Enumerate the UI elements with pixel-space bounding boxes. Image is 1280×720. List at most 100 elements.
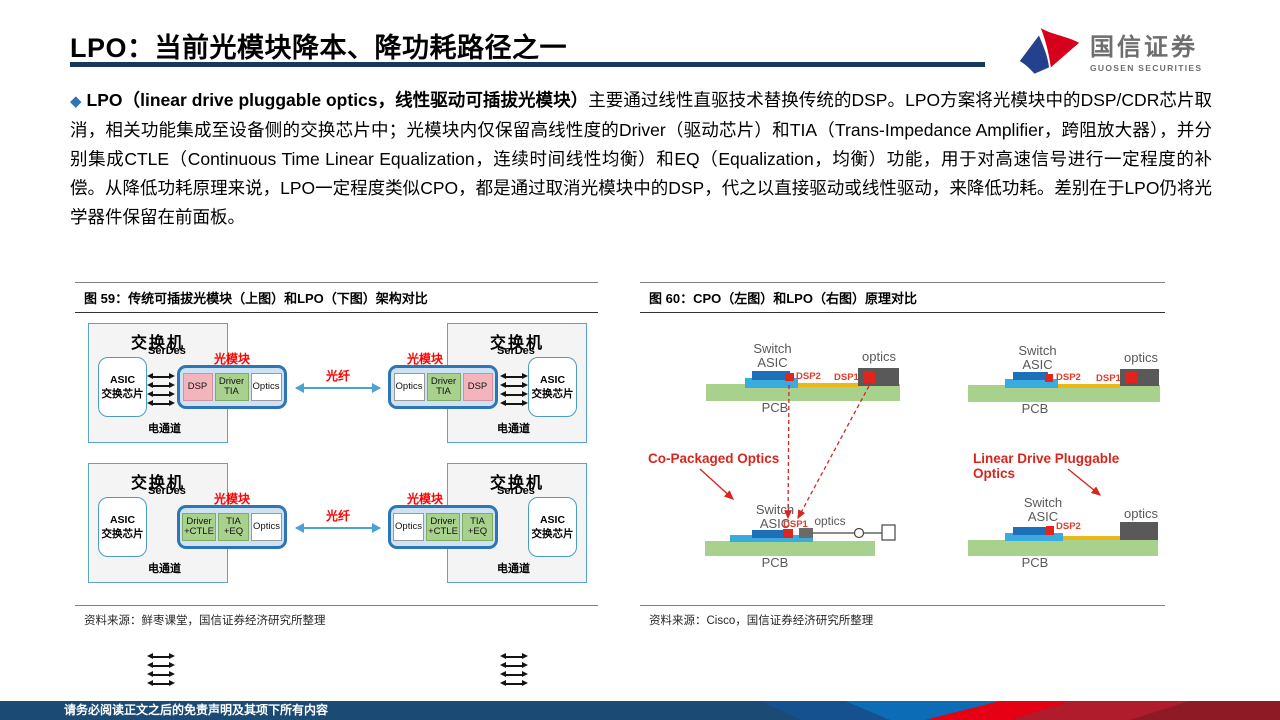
optical-module: Optics Driver TIA DSP <box>388 365 498 409</box>
page-title: LPO：当前光模块降本、降功耗路径之一 <box>70 33 568 63</box>
fiber-label: 光纤 <box>325 369 350 383</box>
asic-substrate <box>1005 379 1058 388</box>
electrical-arrows <box>147 373 175 409</box>
fiber-label: 光纤 <box>325 509 350 523</box>
electrical-arrows <box>147 653 175 689</box>
switch-title: 交换机 <box>130 335 185 352</box>
asic-die <box>1013 372 1048 380</box>
dsp1-die <box>783 529 793 538</box>
lpo-annotation: Linear Drive Pluggable Optics <box>973 451 1120 481</box>
switch-asic-label: Switch ASIC <box>1023 495 1063 524</box>
pcb-bar <box>968 385 1160 402</box>
optical-module: Driver +CTLE TIA +EQ Optics <box>177 505 287 549</box>
optical-module-label: 光模块 <box>213 492 250 506</box>
electrical-channel-label: 电通道 <box>148 563 181 575</box>
switch-title: 交换机 <box>489 475 544 492</box>
figure-60-title: 图 60：CPO（左图）和LPO（右图）原理对比 <box>640 282 1165 313</box>
asic-die <box>752 371 790 380</box>
module-chip-driver-ctle: Driver +CTLE <box>182 513 216 541</box>
asic-chip: ASIC 交换芯片 <box>98 357 147 417</box>
title-rule <box>70 62 985 67</box>
footer-bar: 请务必阅读正文之后的免责声明及其项下所有内容 <box>0 701 1280 720</box>
figure-59-content: 交换机 ASIC 交换芯片 SerDes 电通道 交换机 ASIC 交换芯片 S… <box>75 313 598 686</box>
optical-module: Optics Driver +CTLE TIA +EQ <box>388 505 498 549</box>
optical-module-label: 光模块 <box>213 352 250 366</box>
module-chip-tia-eq: TIA +EQ <box>218 513 249 541</box>
dsp2-label: DSP2 <box>1056 521 1081 532</box>
asic-chip: ASIC 交换芯片 <box>528 357 577 417</box>
electrical-arrows <box>500 373 528 409</box>
footer-deco <box>0 701 1280 720</box>
dsp2-die <box>1045 374 1053 382</box>
module-chip-driver-tia: Driver TIA <box>426 373 461 401</box>
electrical-arrows <box>500 653 528 689</box>
serdes-label: SerDes <box>497 485 535 497</box>
dsp2-label: DSP2 <box>796 371 821 382</box>
dsp1-die <box>1125 372 1137 383</box>
dsp1-label: DSP1 <box>834 372 859 383</box>
optical-module-label: 光模块 <box>406 352 443 366</box>
asic-die <box>1013 527 1051 535</box>
switch-title: 交换机 <box>489 335 544 352</box>
module-chip-dsp: DSP <box>182 373 213 401</box>
figure-60-panel: 图 60：CPO（左图）和LPO（右图）原理对比 Switch ASIC opt… <box>640 282 1165 628</box>
pcb-label: PCB <box>761 555 789 570</box>
cpo-annotation: Co-Packaged Optics <box>648 451 780 466</box>
figure-60-content: Switch ASIC optics DSP2 DSP1 PCB Switch … <box>640 313 1165 605</box>
figure-60-source: 资料来源：Cisco，国信证券经济研究所整理 <box>640 605 1165 628</box>
pcb-bar <box>968 540 1158 556</box>
asic-substrate <box>745 378 798 388</box>
dsp2-die <box>1046 526 1054 535</box>
pcb-bar <box>705 541 875 556</box>
fiber-arrow <box>295 523 381 533</box>
optical-module: DSP Driver TIA Optics <box>177 365 287 409</box>
pcb-label: PCB <box>761 400 789 415</box>
optics-die <box>799 528 813 538</box>
pcb-label: PCB <box>1021 401 1049 416</box>
optics-label: optics <box>862 349 896 364</box>
module-chip-optics: Optics <box>393 513 424 541</box>
dsp2-label: DSP2 <box>1056 372 1081 383</box>
figure-59-panel: 图 59：传统可插拔光模块（上图）和LPO（下图）架构对比 交换机 ASIC 交… <box>75 282 598 686</box>
annotation-arrows-overlay <box>699 384 1102 541</box>
diamond-bullet: ◆ <box>70 93 82 110</box>
module-chip-driver-tia: Driver TIA <box>214 373 249 401</box>
switch-title: 交换机 <box>130 475 185 492</box>
asic-substrate <box>1005 533 1063 541</box>
module-chip-driver-ctle: Driver +CTLE <box>426 513 460 541</box>
serdes-label: SerDes <box>148 345 186 357</box>
asic-chip: ASIC 交换芯片 <box>528 497 577 557</box>
optics-label: optics <box>814 514 846 528</box>
serdes-label: SerDes <box>497 345 535 357</box>
dsp1-label: DSP1 <box>1096 373 1121 384</box>
electrical-channel-label: 电通道 <box>497 423 530 435</box>
pcb-label: PCB <box>1021 555 1049 570</box>
dsp1-die <box>863 371 875 383</box>
asic-substrate <box>730 535 813 542</box>
fiber-arrow <box>295 383 381 393</box>
optics-module-block <box>1120 522 1158 540</box>
pcb-bar <box>706 384 900 401</box>
body-text: 主要通过线性直驱技术替换传统的DSP。LPO方案将光模块中的DSP/CDR芯片取… <box>70 90 1212 227</box>
figure-59-title: 图 59：传统可插拔光模块（上图）和LPO（下图）架构对比 <box>75 282 598 313</box>
copper-trace <box>1060 536 1122 540</box>
optics-label: optics <box>1124 506 1158 521</box>
figure-59-source: 资料来源：鲜枣课堂，国信证券经济研究所整理 <box>75 605 598 628</box>
guosen-logo-icon <box>1018 26 1080 81</box>
logo-text-cn: 国信证券 <box>1090 33 1198 61</box>
module-chip-tia-eq: TIA +EQ <box>462 513 493 541</box>
dsp1-label: DSP1 <box>783 519 808 530</box>
switch-asic-label: Switch ASIC <box>753 341 792 370</box>
dsp2-die <box>785 373 794 381</box>
optical-module-label: 光模块 <box>406 492 443 506</box>
asic-chip: ASIC 交换芯片 <box>98 497 147 557</box>
disclaimer-text: 请务必阅读正文之后的免责声明及其项下所有内容 <box>64 703 329 717</box>
body-paragraph: ◆ LPO（linear drive pluggable optics，线性驱动… <box>70 86 1212 232</box>
guosen-logo: 国信证券 GUOSEN SECURITIES <box>1018 26 1202 81</box>
electrical-channel-label: 电通道 <box>148 423 181 435</box>
serdes-label: SerDes <box>148 485 186 497</box>
module-chip-optics: Optics <box>250 373 282 401</box>
copper-trace <box>798 383 860 387</box>
module-chip-dsp: DSP <box>462 373 493 401</box>
copper-trace <box>1058 384 1120 388</box>
